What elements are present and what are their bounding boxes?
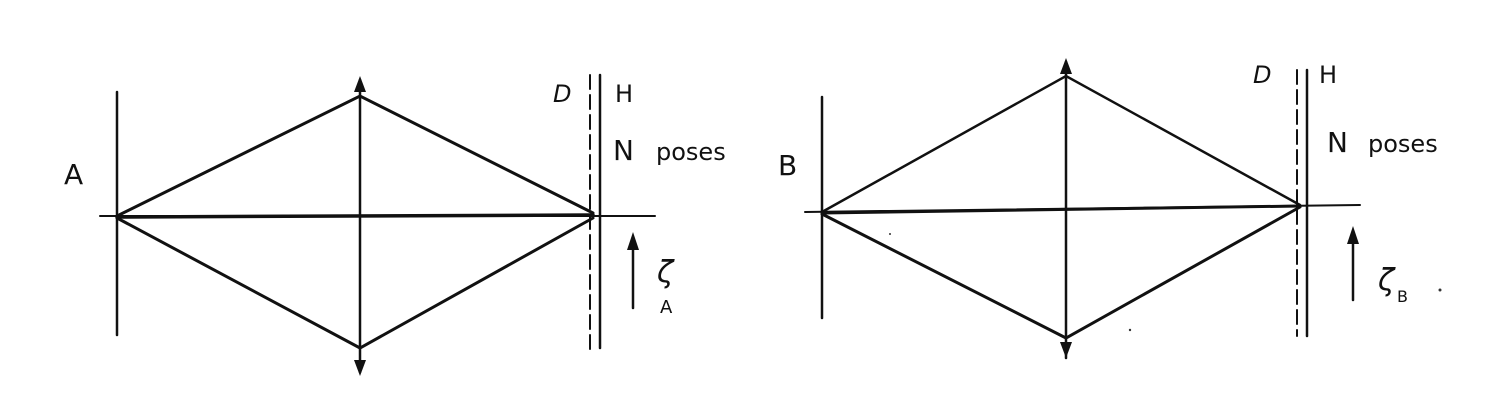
object-label-b: B — [778, 149, 797, 182]
zeta-symbol-b: ζ — [1377, 263, 1396, 298]
axial-ray-b — [820, 204, 1302, 215]
lens-bottom-arrow-a — [354, 360, 366, 376]
lower-ray-a — [115, 216, 595, 350]
zeta-symbol-a: ζ — [656, 255, 675, 290]
lens-top-arrow-a — [354, 76, 366, 92]
panel-a: A D H N poses ζ A — [64, 73, 726, 376]
poses-label-b: poses — [1368, 130, 1438, 158]
plane-h-label-a: H — [615, 80, 633, 108]
poses-label-a: poses — [656, 138, 726, 166]
plane-h-label-b: H — [1319, 61, 1337, 89]
lens-top-arrow-b — [1060, 58, 1072, 74]
scan-speck — [889, 233, 891, 235]
scan-speck — [1438, 288, 1442, 292]
n-label-a: N — [613, 134, 634, 167]
zeta-arrowhead-b — [1347, 226, 1359, 244]
zeta-arrowhead-a — [627, 232, 639, 250]
n-label-b: N — [1327, 126, 1348, 159]
zeta-subscript-b: B — [1397, 287, 1408, 306]
object-label-a: A — [64, 158, 83, 191]
axial-ray-a — [115, 213, 595, 219]
panel-b: B D H N poses ζ B — [778, 58, 1438, 360]
lower-ray-b — [820, 205, 1302, 340]
lens-bottom-arrow-b — [1060, 342, 1072, 358]
upper-ray-a — [115, 94, 595, 218]
upper-ray-b — [820, 74, 1302, 214]
scan-speck — [1128, 328, 1132, 332]
zeta-subscript-a: A — [660, 297, 673, 318]
plane-d-label-b: D — [1253, 61, 1271, 89]
plane-d-label-a: D — [553, 80, 571, 108]
